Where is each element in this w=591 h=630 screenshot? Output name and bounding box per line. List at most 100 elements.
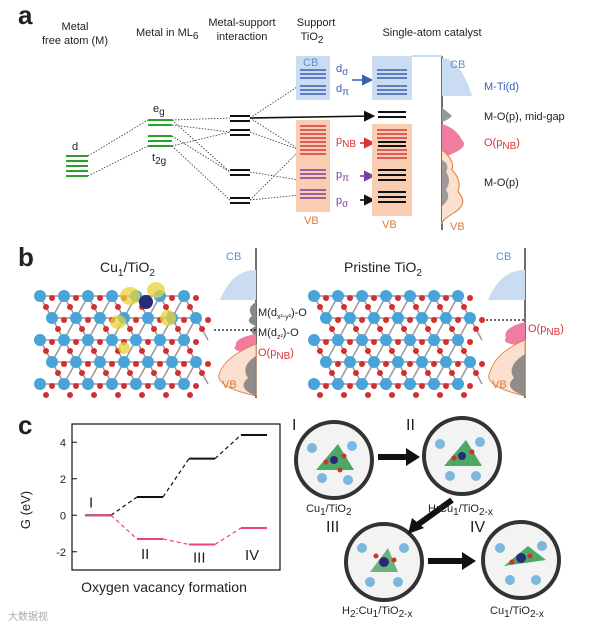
o-atom <box>157 361 163 367</box>
ti-atom <box>106 378 118 390</box>
o-atom <box>461 304 467 310</box>
free-atom-d-levels <box>66 155 88 177</box>
o-atom <box>353 326 359 332</box>
state-iii-caption: H2:Cu1/TiO2-x <box>342 605 412 620</box>
o-atom <box>175 370 181 376</box>
g-axis-label: G (eV) <box>18 491 33 529</box>
o-atom <box>205 361 211 367</box>
ti-atom <box>58 290 70 302</box>
support-cb-levels <box>300 69 326 95</box>
step-label-III: III <box>193 549 206 566</box>
o-atom <box>353 370 359 376</box>
red-connector <box>162 538 190 546</box>
o-atom <box>91 392 97 398</box>
header-metal-support: Metal-support <box>208 17 275 29</box>
o-atom <box>365 304 371 310</box>
o-atom <box>193 339 199 345</box>
d-sigma-label: dσ <box>336 63 349 78</box>
o-atom <box>103 326 109 332</box>
o-atom <box>479 317 485 323</box>
y-tick-label: 2 <box>60 474 66 486</box>
cu-dz2-label: M(dz²)-O <box>258 327 299 341</box>
ti-atom <box>58 334 70 346</box>
o-atom <box>139 392 145 398</box>
ti-atom <box>416 356 428 368</box>
o-atom <box>145 339 151 345</box>
o-atom <box>61 361 67 367</box>
ti-atom <box>452 378 464 390</box>
panel-b-label: b <box>18 242 34 272</box>
o-atom <box>335 361 341 367</box>
plot-frame <box>71 423 281 571</box>
o-atom <box>49 383 55 389</box>
o-atom <box>55 370 61 376</box>
ti-atom <box>464 356 476 368</box>
o-atom <box>115 392 121 398</box>
pristine-vb-label: VB <box>492 379 507 391</box>
pristine-dos-onb <box>504 322 525 346</box>
ti-atom <box>404 290 416 302</box>
o-atom <box>473 326 479 332</box>
ti-atom <box>428 378 440 390</box>
black-connector <box>162 458 190 498</box>
ti-atom <box>70 312 82 324</box>
ti-atom <box>332 334 344 346</box>
o-atom <box>347 295 353 301</box>
o-atom <box>425 370 431 376</box>
ti-atom <box>344 312 356 324</box>
ti-atom <box>404 334 416 346</box>
o-atom <box>121 383 127 389</box>
state-iv-numeral: IV <box>470 519 485 536</box>
o-atom <box>395 339 401 345</box>
o-atom <box>431 361 437 367</box>
o-atom <box>347 339 353 345</box>
state-i-circle <box>294 420 374 500</box>
black-connector <box>110 496 138 516</box>
o-atom <box>371 339 377 345</box>
o-atom <box>85 317 91 323</box>
ti-atom <box>320 312 332 324</box>
o-atom <box>133 361 139 367</box>
cu-tio2-title: Cu1/TiO2 <box>100 259 155 279</box>
ti-atom <box>356 334 368 346</box>
y-tick-label: 0 <box>60 510 66 522</box>
cu-vb-label: VB <box>222 379 237 391</box>
o-atom <box>443 383 449 389</box>
ti-atom <box>178 290 190 302</box>
o-atom <box>109 361 115 367</box>
ti-atom <box>130 334 142 346</box>
ti-atom <box>166 356 178 368</box>
o-atom <box>389 348 395 354</box>
ti-atom <box>332 290 344 302</box>
o-atom <box>133 317 139 323</box>
o-atom <box>317 348 323 354</box>
dotted-connectors <box>87 84 301 201</box>
o-atom <box>323 339 329 345</box>
o-atom <box>55 326 61 332</box>
ti-atom <box>428 334 440 346</box>
ti-atom <box>380 290 392 302</box>
t2g-levels <box>148 135 172 147</box>
cu-dx2y2-label: M(dx²-y²)-O <box>258 307 307 321</box>
red-connector <box>110 514 138 540</box>
watermark: 大数据视 <box>8 610 48 623</box>
state-circles <box>294 416 561 602</box>
o-atom <box>317 392 323 398</box>
o-atom <box>163 392 169 398</box>
ti-atom <box>142 356 154 368</box>
o-atom <box>395 383 401 389</box>
o-atom <box>479 361 485 367</box>
header-sac: Single-atom catalyst <box>382 27 481 39</box>
o-atom <box>97 339 103 345</box>
o-atom <box>437 304 443 310</box>
eg-levels <box>148 119 172 126</box>
o-atom <box>419 295 425 301</box>
o-atom <box>431 317 437 323</box>
y-tick-label: -2 <box>56 547 66 559</box>
o-atom <box>199 370 205 376</box>
o-atom <box>341 392 347 398</box>
o-atom <box>127 326 133 332</box>
state-ii-circle <box>422 416 502 496</box>
o-atom <box>91 348 97 354</box>
o-atom <box>419 383 425 389</box>
